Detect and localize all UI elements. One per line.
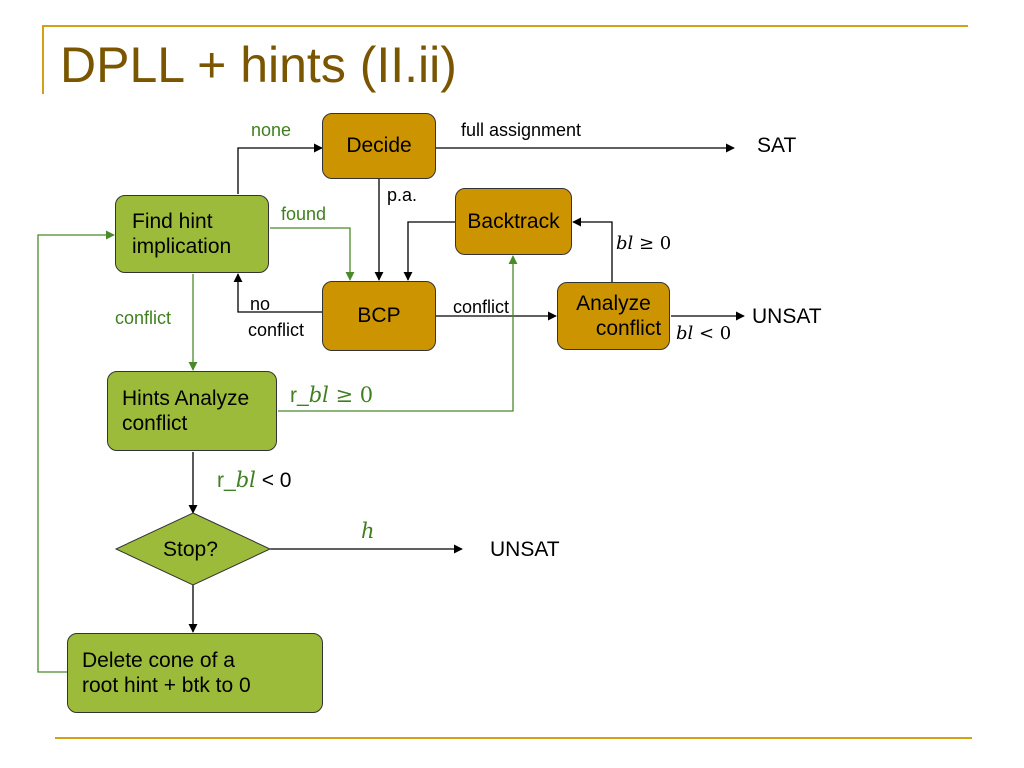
label-none: none <box>251 120 292 140</box>
label-rbl-lt-rel: < 0 <box>255 469 292 492</box>
label-rbl-ge-0: r_bl ≥ 0 <box>290 383 374 407</box>
hints-analyze-node: Hints Analyze conflict <box>107 371 277 451</box>
edge-findhint-bcp-found <box>270 227 355 281</box>
edge-findhint-decide <box>237 143 323 194</box>
bcp-node: BCP <box>322 281 436 351</box>
label-pa: p.a. <box>387 185 418 205</box>
label-rbl-ge-var: bl <box>308 383 329 407</box>
delete-cone-node: Delete cone of a root hint + btk to 0 <box>67 633 323 713</box>
label-rbl-ge-rel: ≥ 0 <box>328 383 374 407</box>
backtrack-label: Backtrack <box>467 209 560 233</box>
edge-delete-findhint <box>37 230 115 673</box>
label-bl-ge-0: bl ≥ 0 <box>616 234 671 253</box>
label-bl-lt-rel: < 0 <box>693 323 732 344</box>
label-rbl-lt-0: r_bl < 0 <box>217 468 292 492</box>
sat-terminal: SAT <box>757 134 797 157</box>
stop-diamond <box>114 512 272 586</box>
label-no: no <box>250 294 271 314</box>
delete-label-line2: root hint + btk to 0 <box>82 674 251 697</box>
find-hint-node: Find hint implication <box>115 195 269 273</box>
unsat-terminal-analyze: UNSAT <box>752 305 822 328</box>
label-bl-ge-var: bl <box>616 233 634 254</box>
edge-backtrack-bcp <box>403 221 455 281</box>
stop-label: Stop? <box>163 538 218 561</box>
label-conflict-hint: conflict <box>115 308 172 328</box>
label-conflict-bcp: conflict <box>453 297 510 317</box>
find-hint-label-line1: Find hint <box>132 209 213 233</box>
unsat-terminal-stop: UNSAT <box>490 538 560 561</box>
label-h: h <box>361 519 375 543</box>
edge-bcp-findhint-noconflict <box>233 273 322 313</box>
label-rbl-lt-var: bl <box>235 468 256 492</box>
find-hint-label-line2: implication <box>132 235 232 258</box>
analyze-label-line1: Analyze <box>576 291 651 315</box>
label-full-assignment: full assignment <box>461 120 582 140</box>
bcp-label: BCP <box>357 304 401 328</box>
label-rbl-ge-prefix: r_ <box>290 384 309 407</box>
label-found: found <box>281 204 327 224</box>
label-rbl-lt-prefix: r_ <box>217 469 236 492</box>
label-bl-ge-rel: ≥ 0 <box>633 233 672 254</box>
label-bl-lt-0: bl < 0 <box>676 324 731 343</box>
edge-analyze-backtrack <box>572 217 613 282</box>
label-bl-lt-var: bl <box>676 323 694 344</box>
page-title: DPLL + hints (II.ii) <box>60 37 457 93</box>
analyze-label-line2: conflict <box>595 317 662 340</box>
decide-label: Decide <box>346 134 412 158</box>
backtrack-node: Backtrack <box>455 188 572 255</box>
hints-analyze-label-line2: conflict <box>122 412 188 435</box>
edge-hintsanalyze-backtrack <box>278 255 518 412</box>
analyze-conflict-node: Analyze conflict <box>557 282 670 350</box>
hints-analyze-label-line1: Hints Analyze <box>122 386 250 410</box>
decide-node: Decide <box>322 113 436 179</box>
delete-label-line1: Delete cone of a <box>82 648 235 672</box>
label-no-conflict: conflict <box>248 320 305 340</box>
